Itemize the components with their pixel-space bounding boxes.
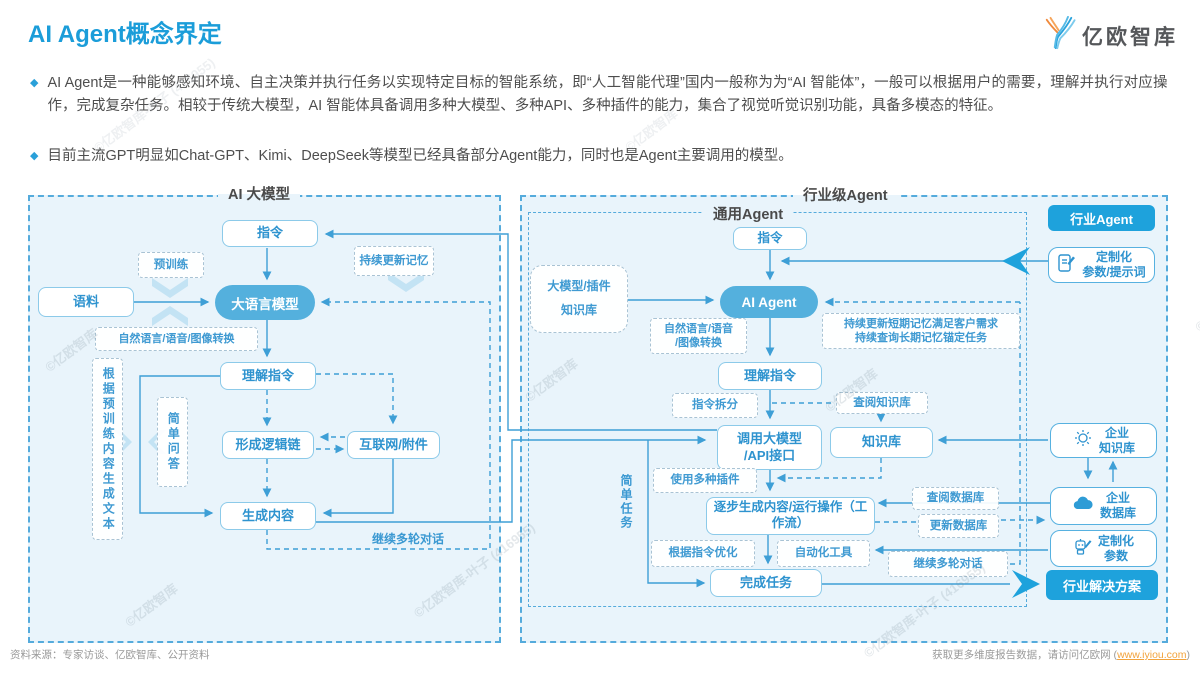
page-title: AI Agent概念界定 [28,21,222,48]
label-generate-text-from-pretraining: 根据预训练内容生成文本 [92,358,123,540]
label-optimize-by-instruction: 根据指令优化 [651,540,755,567]
document-pencil-icon [1057,252,1077,278]
bullet-2-text: 目前主流GPT明显如Chat-GPT、Kimi、DeepSeek等模型已经具备部… [47,148,793,164]
big-left-chevron-icon [1002,247,1030,275]
big-right-chevron-icon [1012,570,1040,598]
label-continue-multiturn-dialog-agent: 继续多轮对话 [888,551,1008,577]
robot-pencil-icon [1073,536,1093,562]
node-understand-instruction-agent: 理解指令 [718,362,822,390]
node-complete-task: 完成任务 [710,569,822,597]
right-chart-title: 行业级Agent [793,184,898,205]
iyiou-link[interactable]: www.iyiou.com [1117,649,1187,661]
chevron-up-icon [152,306,188,326]
node-internet-attachments: 互联网/附件 [347,431,440,459]
label-use-plugins: 使用多种插件 [653,468,757,493]
node-instruction: 指令 [222,220,318,247]
label-simple-task: 简单任务 [619,474,633,530]
node-llm: 大语言模型 [215,285,315,320]
node-call-llm-api: 调用大模型 /API接口 [717,425,822,470]
general-agent-title: 通用Agent [703,203,794,224]
node-knowledge-base: 知识库 [830,427,933,458]
label-simple-qa: 简单问答 [157,397,188,487]
node-stepwise-generate-workflow: 逐步生成内容/运行操作（工作流） [706,497,875,535]
bullet-2: ◆ 目前主流GPT明显如Chat-GPT、Kimi、DeepSeek等模型已经具… [30,145,1180,168]
footer-more-info: 获取更多维度报告数据，请访问亿欧网 (www.iyiou.com) [932,649,1190,661]
label-memory-strategy: 持续更新短期记忆满足客户需求 持续查询长期记忆锚定任务 [822,313,1020,349]
diamond-bullet-icon: ◆ [30,150,39,162]
button-industry-solution: 行业解决方案 [1046,570,1158,600]
label-query-database: 查阅数据库 [912,487,999,510]
chevron-down-icon [388,272,424,292]
cloud-icon [1071,495,1095,517]
button-industry-agent: 行业Agent [1048,205,1155,231]
label-continue-multiturn-dialog: 继续多轮对话 [372,532,445,546]
label-instruction-split: 指令拆分 [672,393,758,418]
node-custom-params-prompts: 定制化 参数/提示词 [1048,247,1155,283]
node-understand-instruction: 理解指令 [220,362,316,390]
label-update-database: 更新数据库 [918,514,999,538]
node-custom-params: 定制化 参数 [1050,530,1157,567]
node-enterprise-knowledge-base: 企业 知识库 [1050,423,1157,458]
bullet-1: ◆ AI Agent是一种能够感知环境、自主决策并执行任务以实现特定目标的智能系… [30,72,1180,118]
label-continuous-memory-update: 持续更新记忆 [354,246,434,276]
chevron-down-icon [152,278,188,298]
node-corpus: 语料 [38,287,134,317]
node-enterprise-database: 企业 数据库 [1050,487,1157,525]
brand-logo: 亿欧智库 [1042,15,1178,55]
source-note: 资料来源：专家访谈、亿欧智库、公开资料 [10,649,210,661]
node-form-logic-chain: 形成逻辑链 [222,431,314,459]
left-chart-title: AI 大模型 [218,183,301,204]
chevron-right-icon [114,430,132,454]
bullet-1-text: AI Agent是一种能够感知环境、自主决策并执行任务以实现特定目标的智能系统，… [47,75,1168,115]
label-pretraining: 预训练 [138,252,204,278]
label-nl-speech-image-conversion: 自然语言/语音/图像转换 [95,327,258,351]
diamond-bullet-icon: ◆ [30,77,39,89]
label-consult-knowledge-base: 查阅知识库 [836,392,928,414]
label-automation-tools: 自动化工具 [777,540,870,567]
node-ai-agent: AI Agent [720,286,818,318]
node-instruction-agent: 指令 [733,227,807,250]
eo-logo-icon [1042,15,1076,55]
brand-logo-text: 亿欧智库 [1082,25,1178,49]
label-nl-speech-image-conversion-agent: 自然语言/语音 /图像转换 [650,318,747,354]
node-llm-plugin-kb: 大模型/插件 知识库 [530,265,628,333]
lightbulb-icon [1072,428,1094,454]
node-generate-content: 生成内容 [220,502,316,530]
